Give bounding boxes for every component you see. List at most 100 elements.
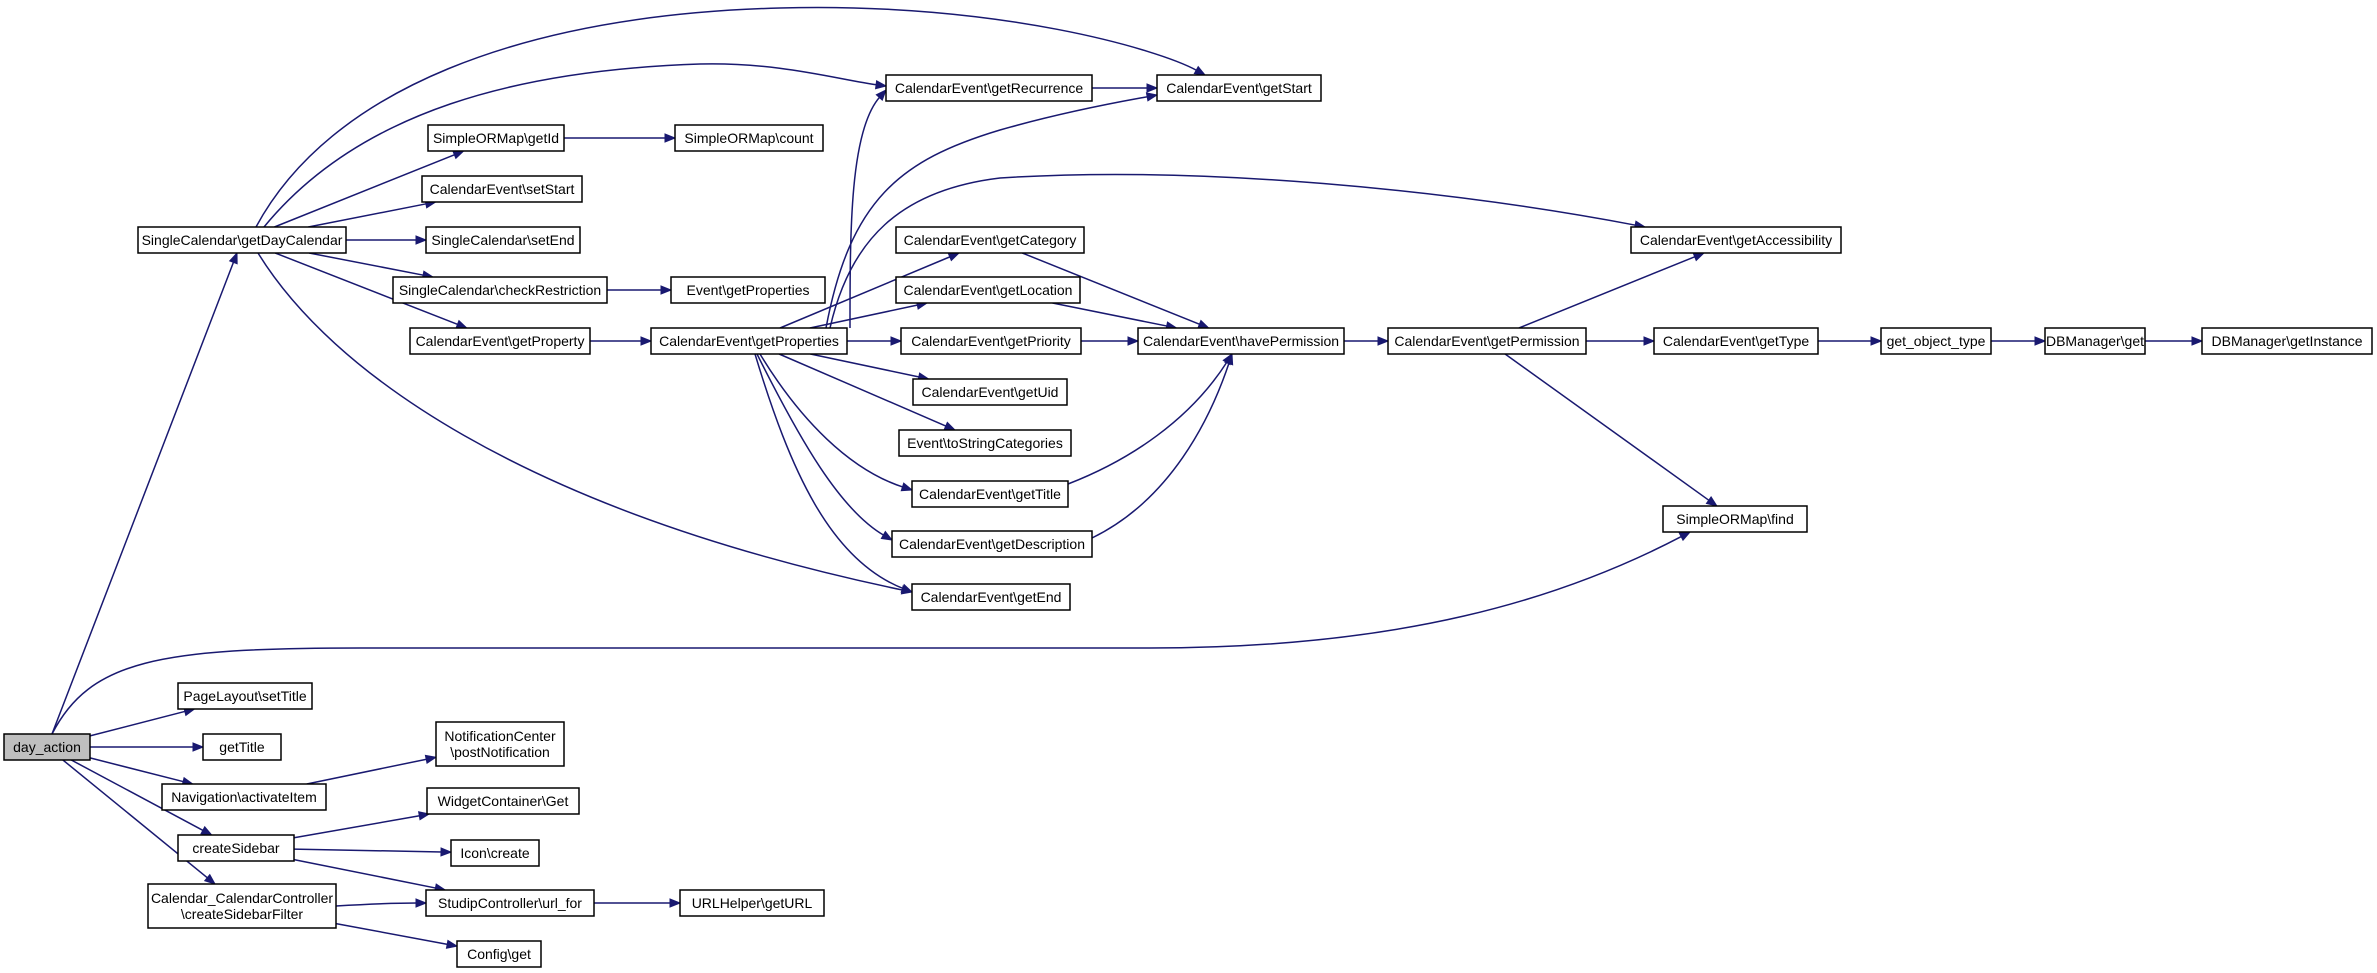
arrowhead-icon: [1705, 496, 1718, 507]
node-widgetget[interactable]: WidgetContainer\Get: [426, 787, 580, 815]
node-getaccessibility[interactable]: CalendarEvent\getAccessibility: [1630, 226, 1842, 254]
node-getobjecttype[interactable]: get_object_type: [1880, 327, 1992, 355]
node-havepermission[interactable]: CalendarEvent\havePermission: [1137, 327, 1345, 355]
node-box: [161, 783, 327, 811]
arrowhead-icon: [1870, 336, 1883, 346]
node-urlfor[interactable]: StudipController\url_for: [425, 889, 595, 917]
node-dbgetinstance[interactable]: DBManager\getInstance: [2201, 327, 2373, 355]
arrowhead-icon: [452, 150, 465, 160]
node-gettitleg[interactable]: getTitle: [202, 733, 282, 761]
edge-getpermission-to-gettype: [1586, 336, 1656, 346]
edge-cegetproperties-to-getpriority: [847, 336, 903, 346]
node-configget[interactable]: Config\get: [456, 940, 542, 968]
node-getend[interactable]: CalendarEvent\getEnd: [911, 583, 1071, 611]
arrowhead-icon: [424, 754, 438, 765]
edge-line: [293, 848, 443, 853]
node-box: [177, 834, 295, 862]
edge-line: [70, 759, 205, 832]
arrowhead-icon: [192, 742, 205, 752]
node-tostringcategories[interactable]: Event\toStringCategories: [898, 429, 1072, 457]
node-checkrestriction[interactable]: SingleCalendar\checkRestriction: [392, 276, 608, 304]
edge-line: [274, 153, 456, 228]
node-box: [679, 889, 825, 917]
node-label: WidgetContainer\Get: [438, 793, 569, 809]
arrowhead-icon: [1193, 65, 1207, 76]
node-label: NotificationCenter: [444, 728, 556, 744]
node-getdescription[interactable]: CalendarEvent\getDescription: [891, 530, 1093, 558]
node-evgetproperties[interactable]: Event\getProperties: [670, 276, 826, 304]
node-label: Event\getProperties: [687, 282, 810, 298]
node-cegetproperties[interactable]: CalendarEvent\getProperties: [650, 327, 848, 355]
edges: [51, 6, 2204, 949]
arrowhead-icon: [1643, 336, 1656, 346]
node-getpermission[interactable]: CalendarEvent\getPermission: [1387, 327, 1587, 355]
node-box: [1630, 226, 1842, 254]
edge-line: [255, 6, 1198, 228]
node-settitle[interactable]: PageLayout\setTitle: [177, 682, 313, 710]
node-getrecurrence[interactable]: CalendarEvent\getRecurrence: [885, 74, 1093, 102]
node-createsidebarfilter[interactable]: Calendar_CalendarController\createSideba…: [147, 883, 337, 929]
node-getcategory[interactable]: CalendarEvent\getCategory: [895, 226, 1085, 254]
edge-line: [293, 858, 437, 889]
node-getdaycalendar[interactable]: SingleCalendar\getDayCalendar: [137, 226, 347, 254]
node-box: [1137, 327, 1345, 355]
node-box: [911, 480, 1069, 508]
node-label: SingleCalendar\setEnd: [431, 232, 574, 248]
node-cegettitle[interactable]: CalendarEvent\getTitle: [911, 480, 1069, 508]
node-box: [177, 682, 313, 710]
node-smcount[interactable]: SimpleORMap\count: [674, 124, 824, 152]
edge-dbget-to-dbgetinstance: [2145, 336, 2204, 346]
node-box: [425, 226, 581, 254]
node-dbget[interactable]: DBManager\get: [2044, 327, 2146, 355]
node-label: CalendarEvent\getUid: [922, 384, 1059, 400]
node-box: [425, 889, 595, 917]
node-label: CalendarEvent\havePermission: [1143, 333, 1339, 349]
node-day-action[interactable]: day_action: [3, 733, 91, 761]
arrowhead-icon: [1127, 336, 1140, 346]
node-box: [450, 839, 540, 867]
node-geturl[interactable]: URLHelper\getURL: [679, 889, 825, 917]
node-getuid[interactable]: CalendarEvent\getUid: [912, 378, 1068, 406]
node-postnotification[interactable]: NotificationCenter\postNotification: [435, 721, 565, 767]
node-getstart[interactable]: CalendarEvent\getStart: [1156, 74, 1322, 102]
arrowhead-icon: [445, 939, 459, 949]
node-box: [1880, 327, 1992, 355]
node-createsidebar[interactable]: createSidebar: [177, 834, 295, 862]
edge-line: [1052, 302, 1168, 327]
node-box: [2044, 327, 2146, 355]
edge-day-action-to-createsidebarfilter: [62, 759, 217, 885]
edge-line: [829, 173, 1637, 329]
node-box: [421, 175, 583, 203]
edge-line: [51, 535, 1683, 735]
node-iconcreate[interactable]: Icon\create: [450, 839, 540, 867]
node-smgetid[interactable]: SimpleORMap\getId: [427, 124, 565, 152]
node-getpriority[interactable]: CalendarEvent\getPriority: [900, 327, 1082, 355]
edge-line: [293, 814, 421, 839]
edge-cegetproperties-to-getuid: [810, 353, 930, 382]
node-cesetstart[interactable]: CalendarEvent\setStart: [421, 175, 583, 203]
edge-createsidebarfilter-to-urlfor: [335, 898, 428, 908]
node-scsetend[interactable]: SingleCalendar\setEnd: [425, 226, 581, 254]
node-label: CalendarEvent\setStart: [430, 181, 575, 197]
node-label: SimpleORMap\find: [1676, 511, 1794, 527]
node-gettype[interactable]: CalendarEvent\getType: [1653, 327, 1819, 355]
node-label: getTitle: [219, 739, 265, 755]
node-smfind[interactable]: SimpleORMap\find: [1662, 505, 1808, 533]
node-getproperty[interactable]: CalendarEvent\getProperty: [409, 327, 591, 355]
node-getlocation[interactable]: CalendarEvent\getLocation: [895, 276, 1081, 304]
edge-getdaycalendar-to-checkrestriction: [308, 252, 435, 280]
arrowhead-icon: [440, 847, 453, 857]
node-box: [895, 226, 1085, 254]
edge-line: [257, 252, 904, 591]
node-label: CalendarEvent\getProperties: [659, 333, 839, 349]
edge-getdaycalendar-to-getend: [257, 252, 914, 595]
arrowhead-icon: [947, 252, 961, 262]
edge-line: [1504, 353, 1711, 502]
node-label: PageLayout\setTitle: [183, 688, 306, 704]
edge-line: [274, 252, 459, 326]
node-box: [202, 733, 282, 761]
nodes: day_action SingleCalendar\getDayCalendarP…: [3, 74, 2373, 968]
node-box: [456, 940, 542, 968]
node-activateitem[interactable]: Navigation\activateItem: [161, 783, 327, 811]
edge-cegetproperties-to-getrecurrence: [849, 88, 887, 329]
